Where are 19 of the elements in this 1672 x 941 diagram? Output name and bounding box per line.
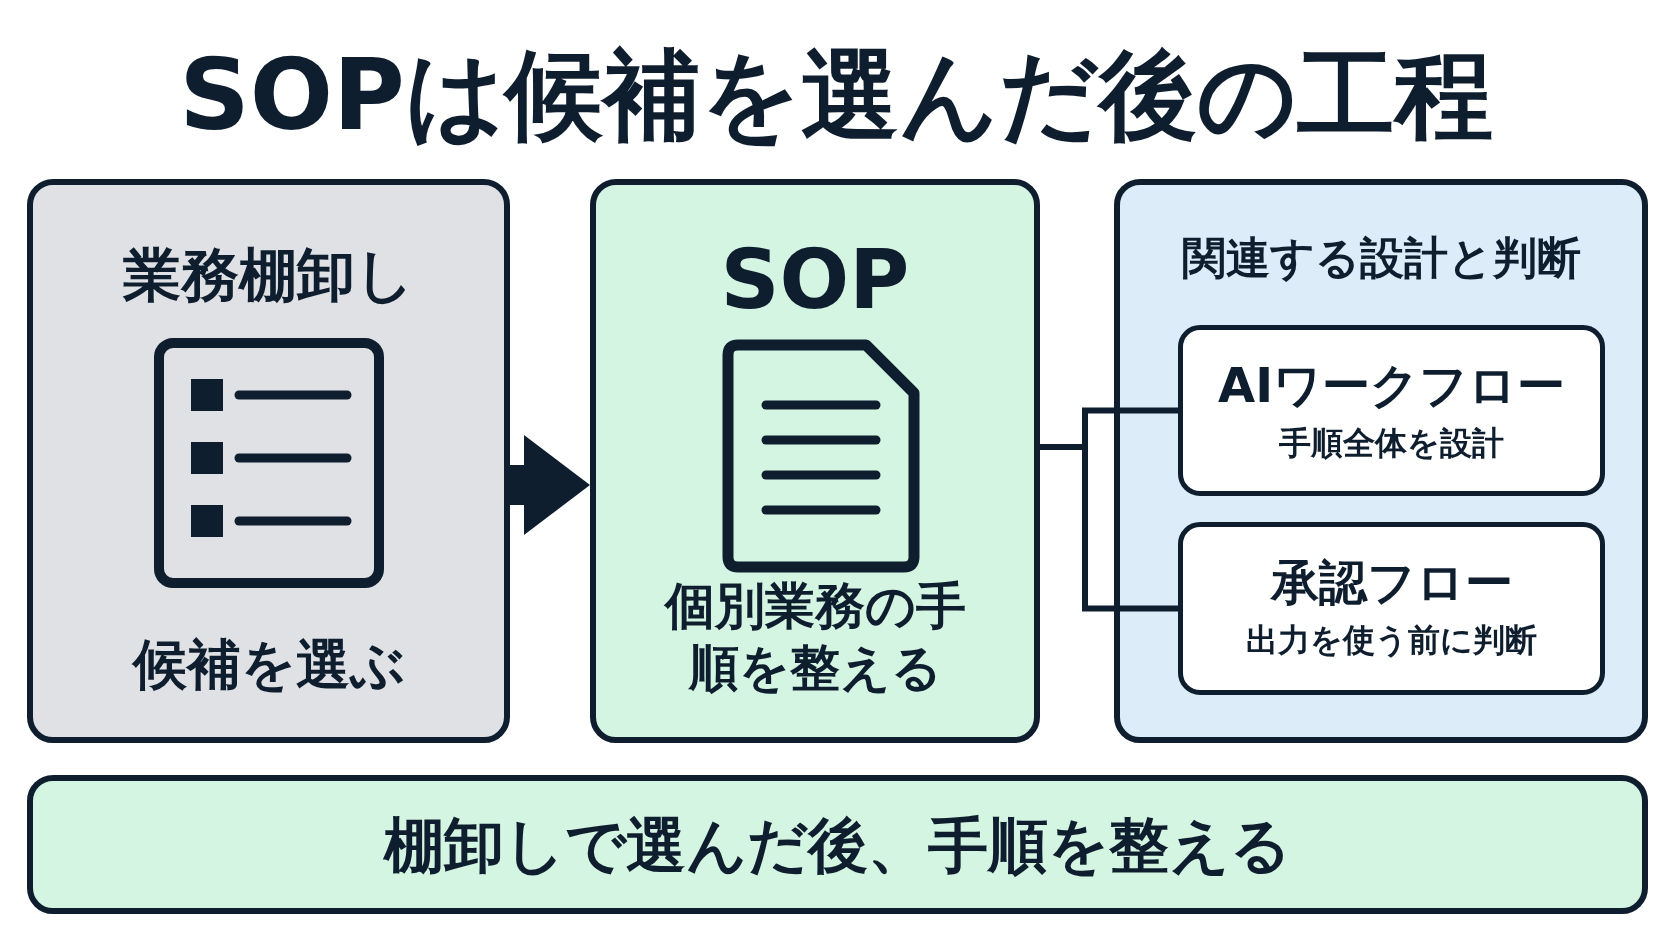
summary-band (27, 775, 1648, 914)
heading: AIワークフロー (1217, 356, 1566, 415)
node-label: 候補を選ぶ (131, 632, 406, 698)
process-box (1178, 522, 1605, 695)
node-label: 個別業務の手順を整える (663, 576, 967, 699)
heading: 関連する設計と判断 (1180, 231, 1582, 285)
block-arrow (510, 435, 590, 535)
group-box (1114, 179, 1648, 743)
process-box (1178, 325, 1605, 496)
task-box (590, 179, 1040, 743)
summary-text: 棚卸しで選んだ後、手順を整える (382, 809, 1292, 882)
subtitle: 出力を使う前に判断 (1245, 620, 1538, 661)
heading: 承認フロー (1269, 553, 1514, 612)
connector-line (1040, 444, 1178, 612)
subtitle: 手順全体を設計 (1278, 423, 1505, 464)
title: SOPは候補を選んだ後の工程 (178, 37, 1494, 154)
heading: 業務棚卸し (122, 240, 415, 311)
heading: SOP (719, 231, 911, 329)
task-box (27, 179, 510, 743)
